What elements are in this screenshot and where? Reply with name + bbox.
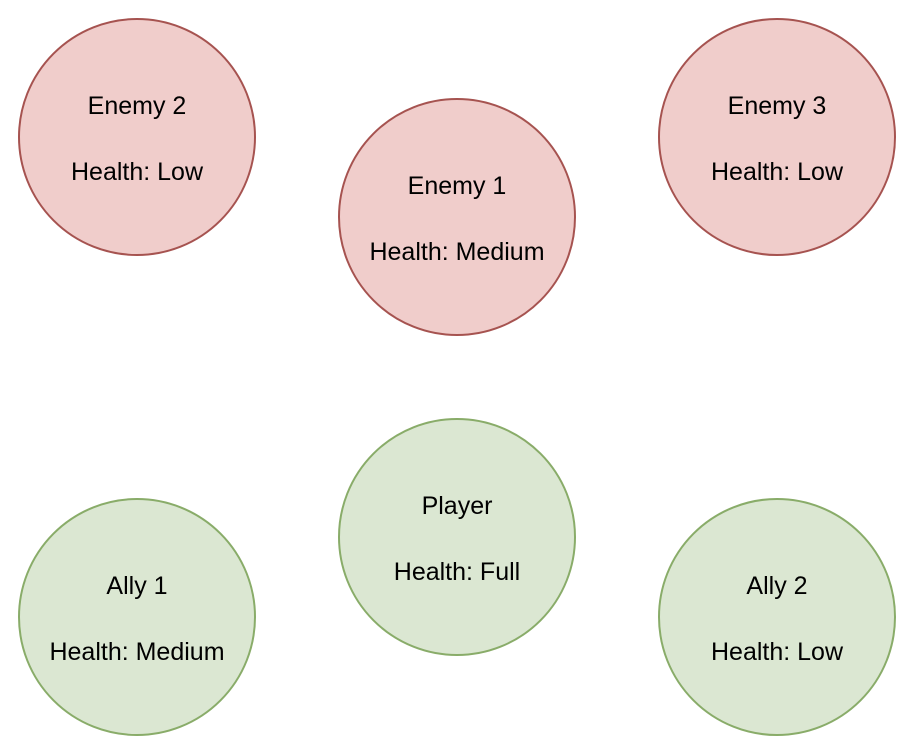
enemy-2-health: Health: Low <box>70 158 204 186</box>
ally-1-health: Health: Medium <box>49 638 225 666</box>
ally-1-name: Ally 1 <box>106 572 168 600</box>
player-name: Player <box>421 492 493 520</box>
player-health: Health: Full <box>393 558 521 586</box>
ally-1-node: Ally 1 Health: Medium <box>18 498 256 736</box>
enemy-2-node: Enemy 2 Health: Low <box>18 18 256 256</box>
enemy-2-name: Enemy 2 <box>87 92 187 120</box>
ally-2-name: Ally 2 <box>746 572 808 600</box>
enemy-3-node: Enemy 3 Health: Low <box>658 18 896 256</box>
ally-2-node: Ally 2 Health: Low <box>658 498 896 736</box>
player-node: Player Health: Full <box>338 418 576 656</box>
enemy-1-node: Enemy 1 Health: Medium <box>338 98 576 336</box>
enemy-3-name: Enemy 3 <box>727 92 827 120</box>
enemy-1-health: Health: Medium <box>369 238 545 266</box>
enemy-3-health: Health: Low <box>710 158 844 186</box>
enemy-1-name: Enemy 1 <box>407 172 507 200</box>
ally-2-health: Health: Low <box>710 638 844 666</box>
